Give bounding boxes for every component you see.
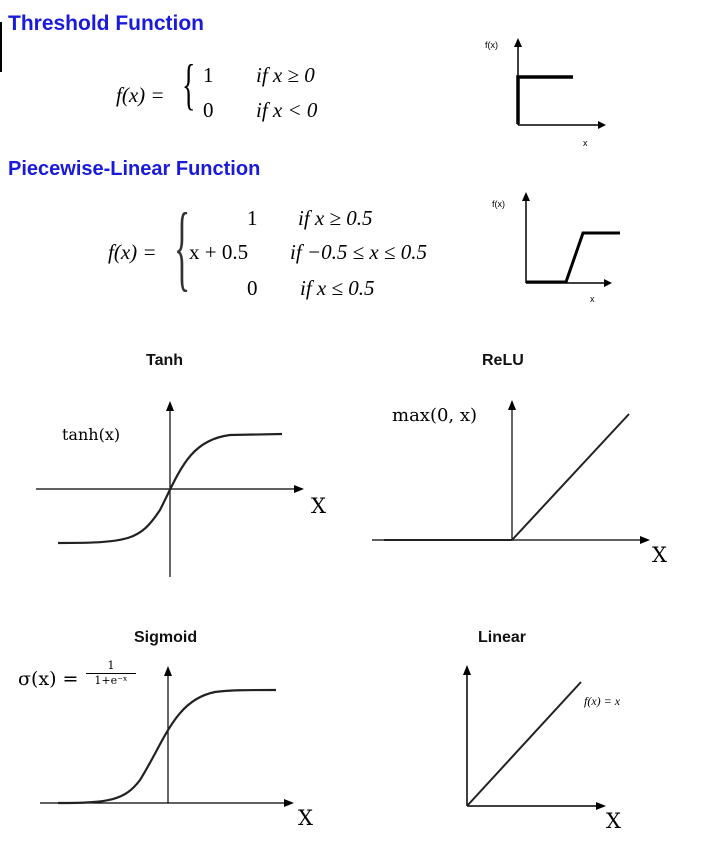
piecewise-graph [522, 192, 620, 287]
relu-x-arrow [640, 536, 650, 544]
linear-title: Linear [478, 629, 527, 646]
threshold-case1-value: 1 [203, 63, 214, 87]
sigmoid-y-arrow [164, 666, 172, 676]
piecewise-case2-value: x + 0.5 [189, 240, 249, 264]
piecewise-graph-xlabel: x [590, 294, 595, 304]
threshold-case1-cond: if x ≥ 0 [256, 63, 315, 87]
tanh-curve [57, 432, 283, 545]
relu-label: max(0, x) [392, 405, 478, 426]
threshold-brace: { [182, 54, 196, 116]
linear-y-arrow [463, 665, 471, 675]
piecewise-graph-ylabel: f(x) [492, 199, 505, 209]
piecewise-y-arrow [522, 192, 530, 201]
threshold-x-arrow [598, 121, 606, 129]
sigmoid-title: Sigmoid [134, 629, 198, 646]
linear-label: f(x) = x [584, 694, 621, 708]
threshold-graph [514, 38, 606, 129]
linear-curve [466, 681, 582, 807]
threshold-y-arrow [514, 38, 522, 47]
section-piecewise: Piecewise-Linear Function f(x) = { 1 if … [0, 155, 714, 315]
piecewise-case1-value: 1 [247, 206, 258, 230]
sigmoid-curve [57, 688, 277, 805]
relu-curve [384, 413, 630, 541]
relu-title: ReLU [482, 352, 524, 369]
piecewise-formula-lhs: f(x) = [108, 240, 157, 264]
piecewise-heading: Piecewise-Linear Function [8, 158, 261, 180]
piecewise-case3-cond: if x ≤ 0.5 [300, 276, 375, 300]
sigmoid-frac-den: 1+e⁻ˣ [94, 674, 128, 687]
piecewise-case2-cond: if −0.5 ≤ x ≤ 0.5 [290, 240, 427, 264]
threshold-case2-cond: if x < 0 [256, 98, 318, 122]
section-threshold: Threshold Function f(x) = { 1 if x ≥ 0 0… [0, 0, 714, 160]
threshold-curve [516, 75, 573, 124]
tanh-label: tanh(x) [62, 425, 121, 444]
linear-x-arrow [596, 802, 606, 810]
piecewise-case3-value: 0 [247, 276, 258, 300]
relu-xlabel: X [652, 543, 667, 567]
threshold-formula-lhs: f(x) = [116, 83, 165, 107]
sigmoid-label-lhs: σ(x) = [18, 668, 79, 690]
tanh-title: Tanh [146, 352, 184, 369]
tanh-xlabel: X [311, 494, 326, 518]
sigmoid-x-arrow [284, 799, 294, 807]
sigmoid-frac-bar [86, 673, 136, 674]
left-bracket-mark [0, 22, 2, 72]
piecewise-brace: { [174, 193, 191, 300]
sigmoid-frac-num: 1 [107, 659, 115, 672]
piecewise-curve [526, 231, 620, 284]
threshold-graph-ylabel: f(x) [485, 40, 498, 50]
piecewise-x-arrow [604, 279, 612, 287]
sigmoid-fraction: 1 1+e⁻ˣ [84, 660, 138, 687]
sigmoid-xlabel: X [298, 806, 313, 830]
threshold-graph-xlabel: x [583, 138, 588, 148]
threshold-case2-value: 0 [203, 98, 214, 122]
tanh-y-arrow [166, 401, 174, 411]
threshold-heading: Threshold Function [8, 12, 204, 35]
piecewise-case1-cond: if x ≥ 0.5 [298, 206, 373, 230]
relu-y-arrow [508, 400, 516, 410]
tanh-x-arrow [294, 485, 304, 493]
linear-xlabel: X [606, 809, 621, 833]
